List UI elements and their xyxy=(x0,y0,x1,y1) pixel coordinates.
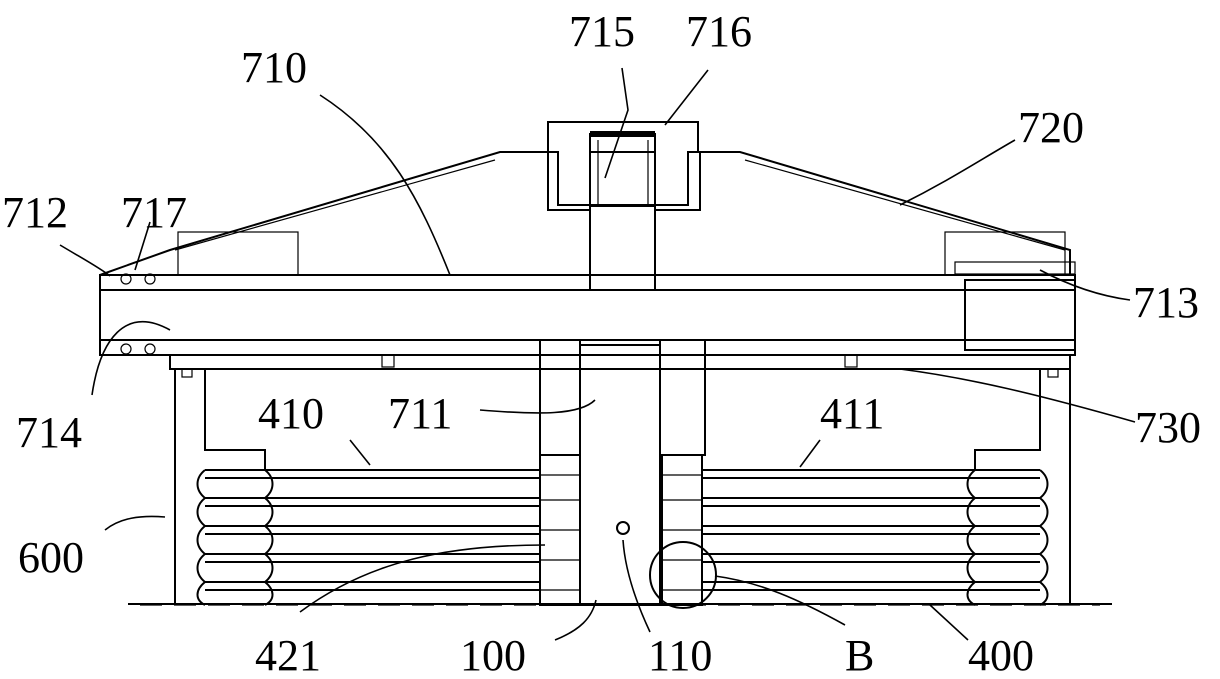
label-110: 110 xyxy=(648,631,712,679)
leader-712 xyxy=(59,244,111,277)
label-730: 730 xyxy=(1135,403,1201,452)
label-600: 600 xyxy=(18,533,84,582)
label-400: 400 xyxy=(968,631,1034,679)
leader-b xyxy=(714,575,846,626)
label-410: 410 xyxy=(258,389,324,438)
leader-715 xyxy=(604,67,629,179)
leader-730 xyxy=(899,368,1136,423)
leader-716 xyxy=(664,69,709,126)
label-100: 100 xyxy=(460,631,526,679)
label-711: 711 xyxy=(388,389,452,438)
label-710: 710 xyxy=(241,43,307,92)
center-cap-716 xyxy=(547,121,699,291)
leader-720 xyxy=(899,139,1016,206)
label-717: 717 xyxy=(121,188,187,237)
upper-cover-720 xyxy=(99,151,1071,276)
support-600 xyxy=(174,369,1071,605)
hub-711 xyxy=(539,339,706,456)
leader-lines xyxy=(59,67,1136,641)
leader-110 xyxy=(622,539,651,633)
leader-710 xyxy=(319,94,451,276)
label-b: B xyxy=(845,631,874,679)
bellows-411 xyxy=(702,369,1049,606)
leader-400 xyxy=(929,604,969,641)
bushing-421 xyxy=(539,454,703,606)
leader-410 xyxy=(349,439,371,466)
leader-714 xyxy=(91,320,171,396)
leader-411 xyxy=(799,439,821,468)
base-line-400 xyxy=(128,603,1112,606)
leader-713 xyxy=(1039,269,1131,301)
label-716: 716 xyxy=(686,7,752,56)
leader-600 xyxy=(104,515,166,531)
plate-710 xyxy=(99,261,1076,356)
bellows-410 xyxy=(196,369,541,606)
leader-100 xyxy=(554,599,597,641)
label-715: 715 xyxy=(569,7,635,56)
leader-717 xyxy=(134,221,151,271)
reference-labels: 710 715 716 720 712 717 713 714 410 711 … xyxy=(2,7,1201,679)
detail-circle-b xyxy=(649,541,717,609)
label-714: 714 xyxy=(16,408,82,457)
port-circles xyxy=(120,273,156,355)
label-720: 720 xyxy=(1018,103,1084,152)
label-713: 713 xyxy=(1133,278,1199,327)
shaft-100 xyxy=(579,344,661,606)
seal-plate-730 xyxy=(169,354,1071,378)
label-712: 712 xyxy=(2,188,68,237)
label-421: 421 xyxy=(255,631,321,679)
label-411: 411 xyxy=(820,389,884,438)
leader-711 xyxy=(479,399,596,414)
leader-421 xyxy=(299,544,546,613)
